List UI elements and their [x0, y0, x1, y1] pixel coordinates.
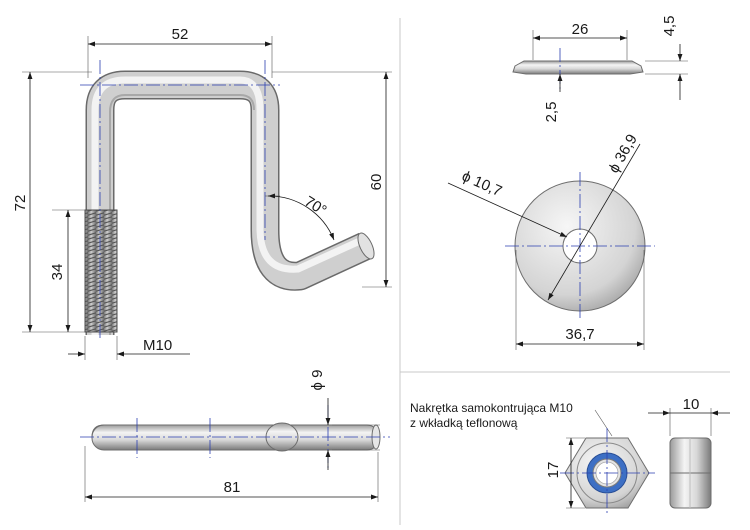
dim-diameter-9: ϕ 9: [309, 370, 331, 470]
dim-height-72-label: 72: [12, 195, 29, 212]
dim-nut-height-17: 17: [545, 438, 574, 508]
bolt-top-view: 81 ϕ 9: [80, 370, 390, 502]
dim-height-72: 72: [12, 72, 33, 332]
washer-side-body: [512, 60, 644, 75]
dim-width-52: 52: [88, 26, 272, 47]
washer-front-view: 36,7 ϕ 10,7 ϕ 36,9: [447, 131, 655, 350]
dim-washer-thickness-2-5: 2,5: [543, 74, 563, 123]
dim-nut-height-17-label: 17: [545, 462, 562, 479]
dim-washer-width-36-7: 36,7: [516, 326, 644, 347]
dim-thread-length-34: 34: [49, 210, 71, 332]
bolt-body: [84, 70, 375, 335]
dim-thread-m10: M10: [68, 337, 190, 357]
dim-angle-70-label: 70°: [301, 193, 329, 219]
dim-washer-width-26-label: 26: [572, 21, 589, 38]
view-separators: [399, 18, 730, 525]
dim-washer-height-4-5: 4,5: [661, 16, 683, 100]
washer-side-view: 26 4,5 2,5: [512, 16, 688, 123]
nut-side-view: [669, 437, 712, 509]
nut-label-line2: z wkładką teflonową: [410, 416, 518, 430]
dim-diameter-9-label: ϕ 9: [309, 370, 326, 391]
dim-washer-width-26: 26: [533, 21, 627, 41]
dim-washer-width-36-7-label: 36,7: [565, 326, 594, 343]
dim-washer-outer-36-9-label: ϕ 36,9: [605, 131, 641, 176]
dim-washer-thickness-2-5-label: 2,5: [543, 102, 560, 123]
dim-leg-60: 60: [368, 72, 389, 287]
dim-nut-width-10: 10: [648, 396, 730, 416]
dim-washer-inner-10-7-label: ϕ 10,7: [459, 168, 504, 201]
nut-section: Nakrętka samokontrująca M10 z wkładką te…: [410, 396, 730, 515]
dim-leg-60-label: 60: [368, 174, 385, 191]
dim-washer-height-4-5-label: 4,5: [661, 16, 678, 37]
dim-nut-width-10-label: 10: [683, 396, 700, 413]
dim-thread-length-34-label: 34: [49, 264, 66, 281]
dim-length-81: 81: [85, 479, 378, 500]
bolt-front-view: 52 72 34 60 70° M10: [12, 26, 392, 360]
dim-length-81-label: 81: [224, 479, 241, 496]
dim-width-52-label: 52: [172, 26, 189, 43]
nut-label-line1: Nakrętka samokontrująca M10: [410, 401, 573, 415]
dim-thread-m10-label: M10: [143, 337, 172, 354]
